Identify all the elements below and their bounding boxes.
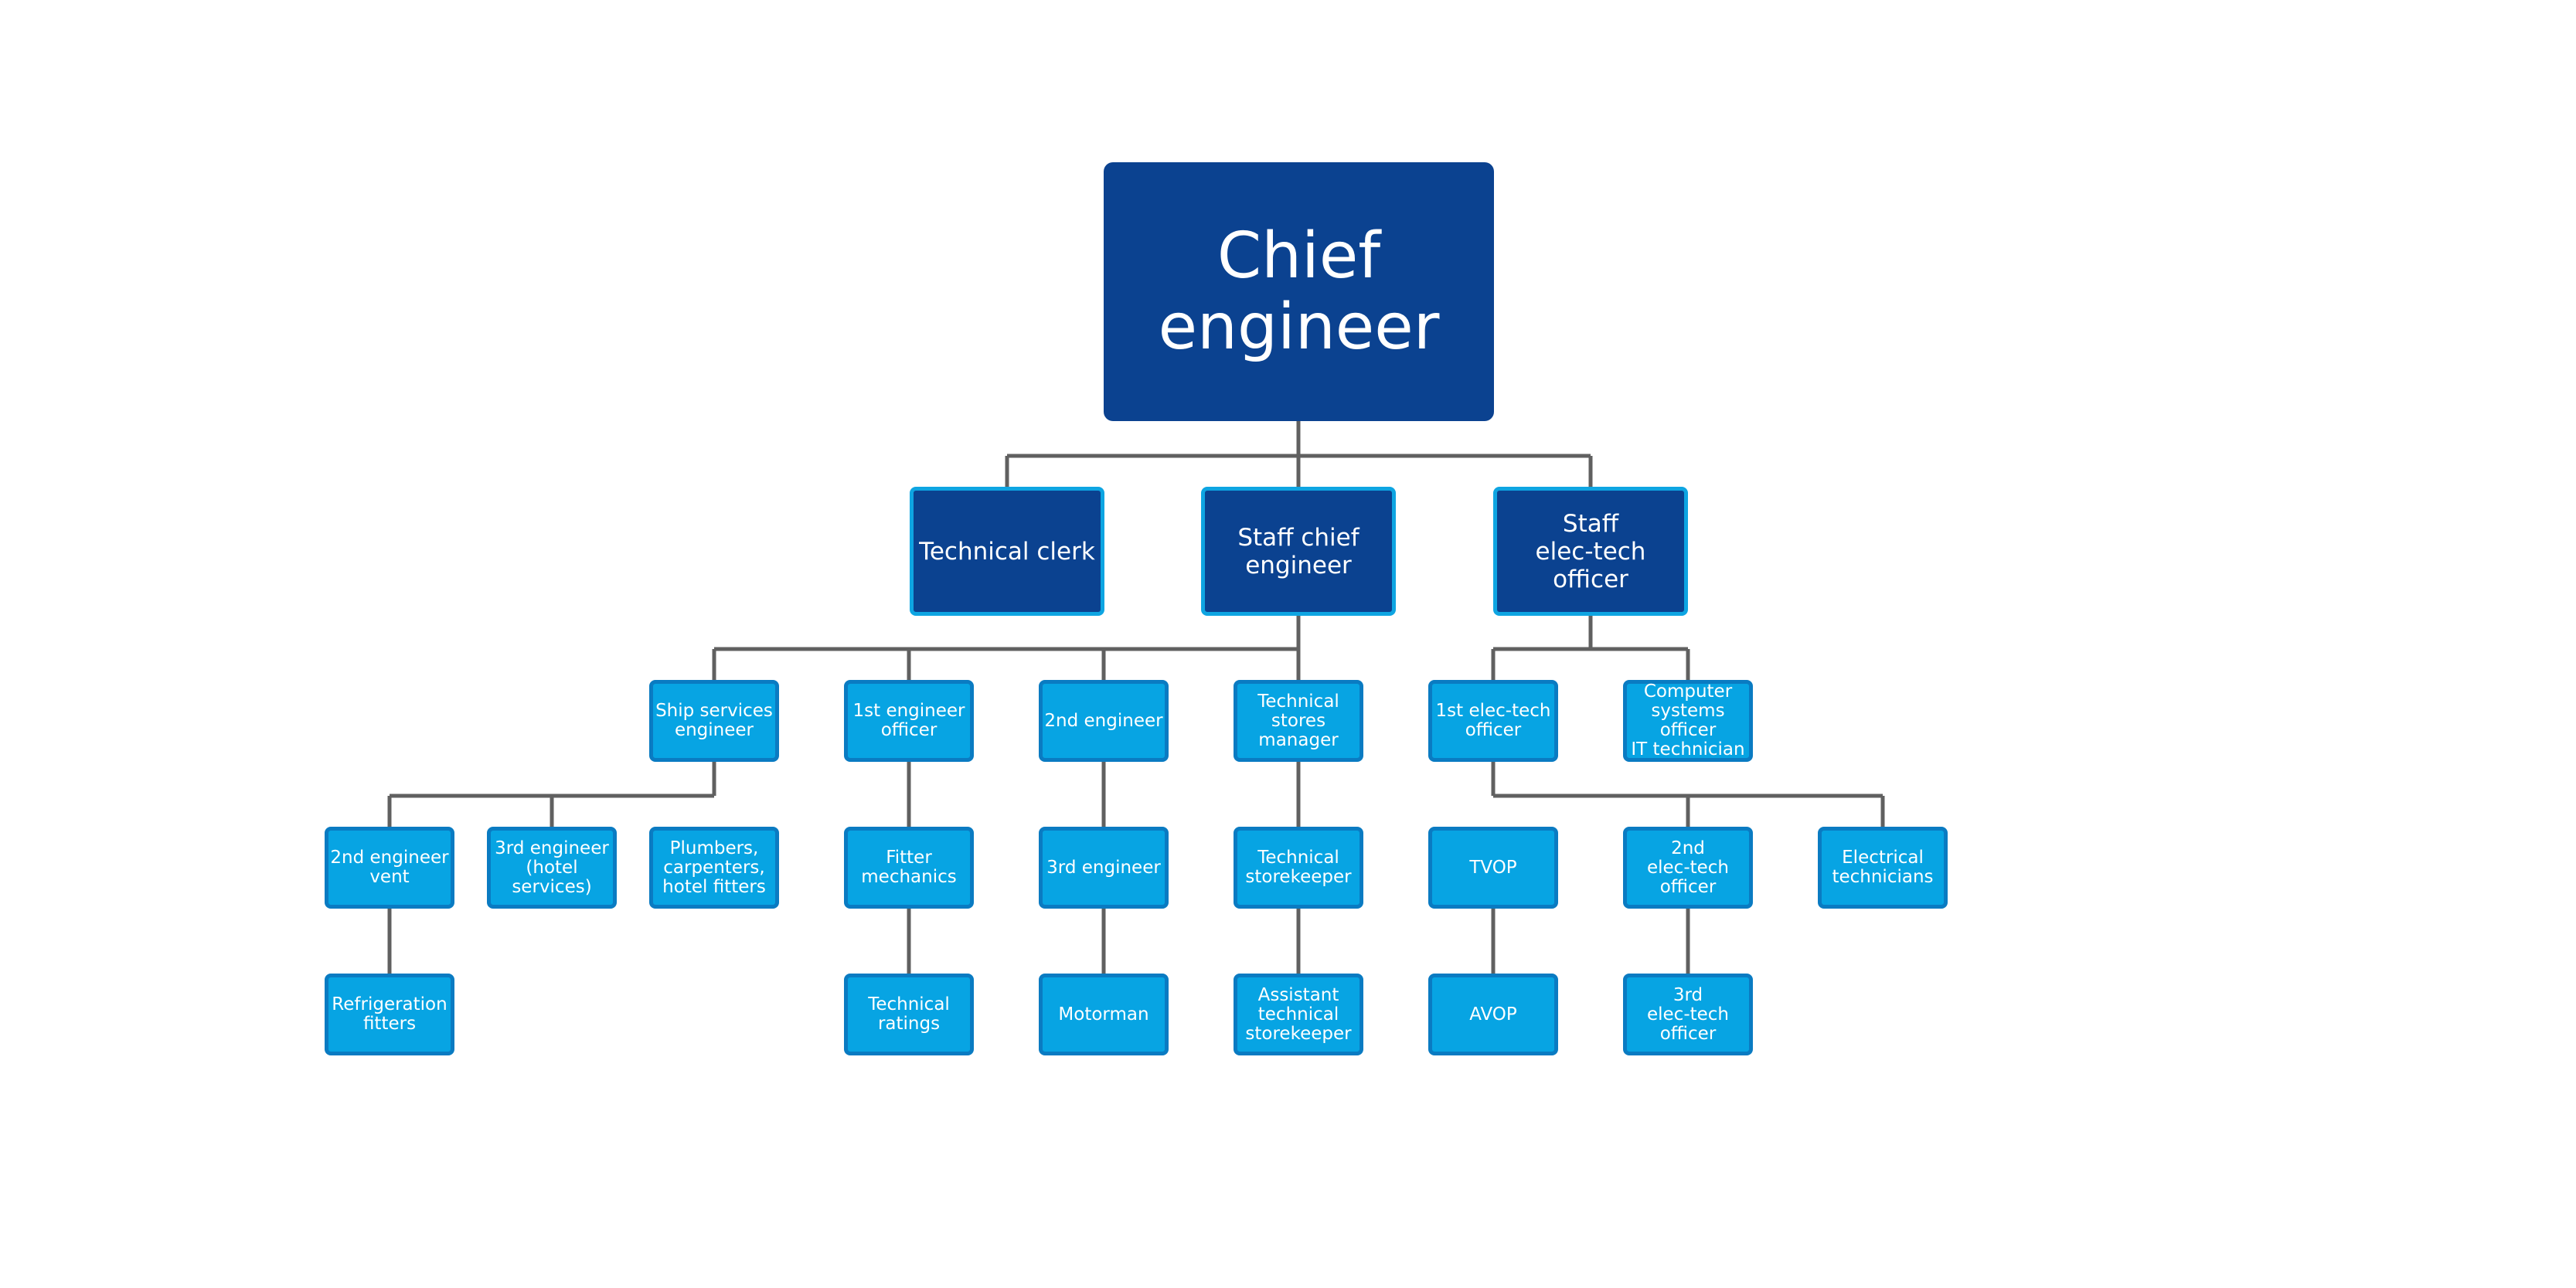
fitter-mechanics-box: Fitter mechanics <box>844 827 974 909</box>
staff-elec-tech-officer-box: Staff elec-tech officer <box>1493 487 1688 616</box>
chief-engineer-box: Chief engineer <box>1104 162 1494 421</box>
motorman-box: Motorman <box>1039 974 1169 1055</box>
technical-clerk-box: Technical clerk <box>910 487 1104 616</box>
computer-systems-officer-box: Computer systems officer IT technician <box>1623 680 1753 762</box>
avop-box: AVOP <box>1428 974 1558 1055</box>
third-engineer-hotel-label: 3rd engineer (hotel services) <box>495 838 609 897</box>
avop-label: AVOP <box>1469 1004 1517 1025</box>
refrigeration-fitters-label: Refrigeration fitters <box>332 994 447 1034</box>
second-engineer-box: 2nd engineer <box>1039 680 1169 762</box>
third-engineer-label: 3rd engineer <box>1046 857 1161 878</box>
electrical-technicians-box: Electrical technicians <box>1818 827 1948 909</box>
plumbers-label: Plumbers, carpenters, hotel fitters <box>662 838 766 897</box>
fitter-mechanics-label: Fitter mechanics <box>861 848 957 887</box>
second-engineer-vent-label: 2nd engineer vent <box>330 848 449 887</box>
staff-elec-tech-officer-label: Staff elec-tech officer <box>1535 509 1646 593</box>
third-elec-tech-officer-box: 3rd elec-tech officer <box>1623 974 1753 1055</box>
first-elec-tech-officer-label: 1st elec-tech officer <box>1435 701 1551 740</box>
technical-clerk-label: Technical clerk <box>919 537 1095 566</box>
second-engineer-label: 2nd engineer <box>1044 710 1163 731</box>
chief-engineer-label: Chief engineer <box>1158 219 1440 364</box>
refrigeration-fitters-box: Refrigeration fitters <box>325 974 454 1055</box>
technical-storekeeper-label: Technical storekeeper <box>1245 848 1352 887</box>
staff-chief-engineer-box: Staff chief engineer <box>1201 487 1396 616</box>
technical-ratings-box: Technical ratings <box>844 974 974 1055</box>
third-engineer-box: 3rd engineer <box>1039 827 1169 909</box>
staff-chief-engineer-label: Staff chief engineer <box>1237 523 1359 579</box>
tvop-label: TVOP <box>1469 857 1517 878</box>
second-engineer-vent-box: 2nd engineer vent <box>325 827 454 909</box>
technical-stores-manager-box: Technical stores manager <box>1234 680 1363 762</box>
first-engineer-officer-label: 1st engineer officer <box>852 701 965 740</box>
plumbers-box: Plumbers, carpenters, hotel fitters <box>649 827 779 909</box>
second-elec-tech-officer-label: 2nd elec-tech officer <box>1646 838 1730 897</box>
technical-storekeeper-box: Technical storekeeper <box>1234 827 1363 909</box>
ship-services-engineer-label: Ship services engineer <box>655 701 773 740</box>
assistant-technical-storekeeper-label: Assistant technical storekeeper <box>1245 984 1352 1044</box>
second-elec-tech-officer-box: 2nd elec-tech officer <box>1623 827 1753 909</box>
computer-systems-officer-label: Computer systems officer IT technician <box>1631 681 1745 760</box>
third-elec-tech-officer-label: 3rd elec-tech officer <box>1646 984 1730 1044</box>
first-elec-tech-officer-box: 1st elec-tech officer <box>1428 680 1558 762</box>
third-engineer-hotel-box: 3rd engineer (hotel services) <box>487 827 617 909</box>
technical-ratings-label: Technical ratings <box>868 994 950 1034</box>
first-engineer-officer-box: 1st engineer officer <box>844 680 974 762</box>
assistant-technical-storekeeper-box: Assistant technical storekeeper <box>1234 974 1363 1055</box>
ship-services-engineer-box: Ship services engineer <box>649 680 779 762</box>
technical-stores-manager-label: Technical stores manager <box>1257 691 1339 750</box>
tvop-box: TVOP <box>1428 827 1558 909</box>
motorman-label: Motorman <box>1058 1004 1149 1025</box>
electrical-technicians-label: Electrical technicians <box>1832 848 1934 887</box>
